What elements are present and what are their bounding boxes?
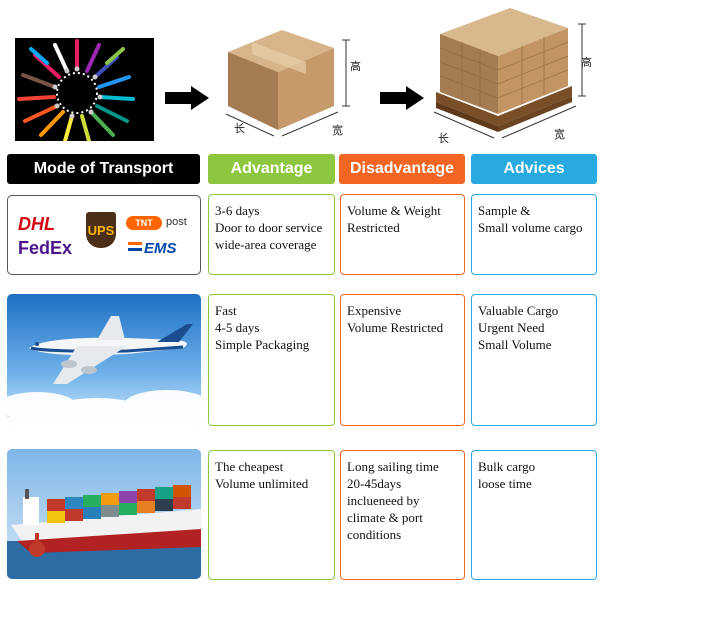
- lanyard-product-photo: [15, 38, 154, 141]
- text-line: Valuable Cargo: [478, 303, 559, 318]
- text-line: inclueneed by: [347, 493, 420, 508]
- text-line: Restricted: [347, 220, 400, 235]
- box-width-label: 宽: [332, 125, 343, 137]
- text-line: Expensive: [347, 303, 402, 318]
- text-line: Door to door service: [215, 220, 323, 235]
- arrow-right-icon: [165, 86, 209, 115]
- header-advantage: Advantage: [208, 154, 335, 184]
- text-line: Volume Restricted: [347, 320, 444, 335]
- row3-advantage: The cheapest Volume unlimited: [208, 450, 335, 580]
- text-line: Sample &: [478, 203, 531, 218]
- courier-logos-panel: DHL UPS TNT post FedEx EMS: [7, 195, 201, 275]
- box-length-label: 长: [234, 123, 245, 135]
- dhl-logo: DHL: [18, 214, 55, 234]
- text-line: The cheapest: [215, 459, 284, 474]
- text-line: 3-6 days: [215, 203, 260, 218]
- header-advices: Advices: [471, 154, 597, 184]
- box-height-label: 高: [350, 61, 361, 73]
- text-line: 4-5 days: [215, 320, 260, 335]
- pallet-width-label: 宽: [554, 129, 565, 141]
- text-line: Bulk cargo: [478, 459, 536, 474]
- ems-stripe-icon: [128, 248, 142, 251]
- ups-shield-icon: UPS: [86, 212, 116, 248]
- text-line: Long sailing time: [347, 459, 439, 474]
- fedex-logo: FedEx: [18, 238, 73, 258]
- header-mode-of-transport: Mode of Transport: [7, 154, 200, 184]
- carton-box-illustration: 高 长 宽: [222, 22, 362, 140]
- row3-advices: Bulk cargo loose time: [471, 450, 597, 580]
- pallet-height-label: 高: [581, 57, 592, 69]
- text-line: Small Volume: [478, 337, 552, 352]
- text-line: 20-45days: [347, 476, 402, 491]
- air-freight-photo: [7, 294, 201, 426]
- text-line: Volume & Weight: [347, 203, 441, 218]
- ems-logo: EMS: [144, 240, 177, 257]
- text-line: loose time: [478, 476, 532, 491]
- row1-advices: Sample & Small volume cargo: [471, 194, 597, 275]
- post-logo: post: [166, 216, 187, 228]
- row2-advices: Valuable Cargo Urgent Need Small Volume: [471, 294, 597, 426]
- row3-disadvantage: Long sailing time 20-45days inclueneed b…: [340, 450, 465, 580]
- text-line: wide-area coverage: [215, 237, 317, 252]
- pallet-length-label: 长: [438, 133, 449, 145]
- text-line: conditions: [347, 527, 402, 542]
- arrow-right-icon: [380, 86, 424, 115]
- text-line: Volume unlimited: [215, 476, 309, 491]
- tnt-logo: TNT: [126, 216, 162, 230]
- header-disadvantage: Disadvantage: [339, 154, 465, 184]
- text-line: Small volume cargo: [478, 220, 583, 235]
- text-line: climate & port: [347, 510, 423, 525]
- ems-stripe-icon: [128, 242, 142, 245]
- text-line: Fast: [215, 303, 237, 318]
- text-line: Simple Packaging: [215, 337, 310, 352]
- row2-disadvantage: Expensive Volume Restricted: [340, 294, 465, 426]
- sea-freight-photo: [7, 449, 201, 579]
- row1-advantage: 3-6 days Door to door service wide-area …: [208, 194, 335, 275]
- row2-advantage: Fast 4-5 days Simple Packaging: [208, 294, 335, 426]
- text-line: Urgent Need: [478, 320, 545, 335]
- row1-disadvantage: Volume & Weight Restricted: [340, 194, 465, 275]
- pallet-boxes-illustration: 高 长 宽: [432, 4, 602, 145]
